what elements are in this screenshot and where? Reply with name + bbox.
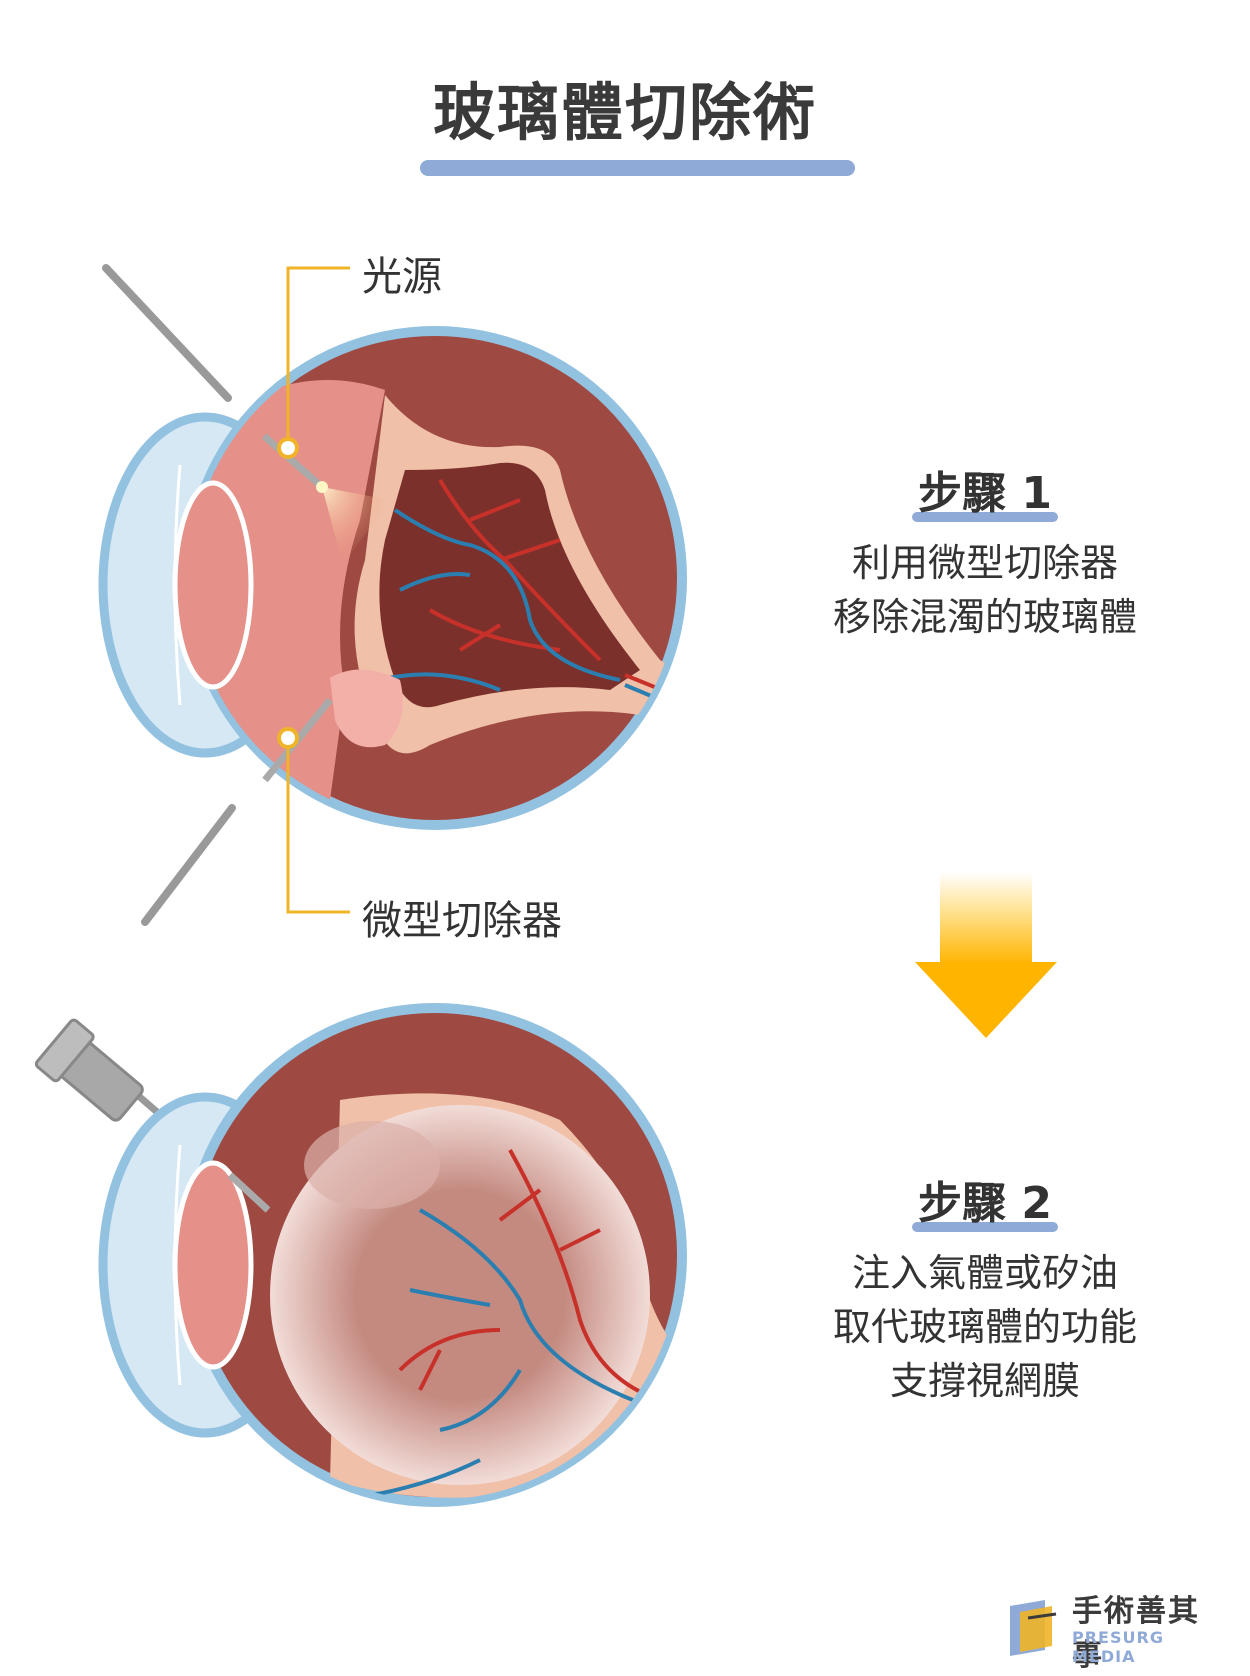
optic-nerve-vein-2 [654,1408,680,1454]
brand-logo-icon [1010,1600,1057,1656]
lens-2 [172,1160,254,1370]
iris-highlight-2 [173,1144,182,1386]
optic-nerve-artery-2 [654,1398,680,1442]
eye-step-1 [98,264,687,926]
bubble-highlight [304,1121,440,1209]
light-tip [316,481,328,493]
retinal-arteries [428,478,602,662]
arrow-shaft [940,872,1032,964]
vitreous-remnant [330,669,403,748]
light-source-marker [277,437,299,459]
retinal-arteries-2 [398,1149,661,1402]
micro-cutter-label: 微型切除器 [362,898,562,944]
light-beam [322,487,390,565]
step-1-heading: 步驟 1 [912,469,1058,523]
optic-nerve-artery [624,673,680,732]
syringe-plunger [34,1018,95,1083]
lens [172,480,254,690]
step-1: 步驟 1 利用微型切除器 移除混濁的玻璃體 [760,469,1210,644]
micro-cutter-probe-outer [141,804,236,926]
step-2-line-3: 支撐視網膜 [889,1359,1080,1404]
light-source-callout-line [286,266,350,448]
step-2-line-1: 注入氣體或矽油 [851,1251,1118,1296]
light-source-label: 光源 [362,254,442,300]
step-arrow [915,872,1057,1038]
step-1-line-1: 利用微型切除器 [851,541,1118,586]
brand-name: 手術善其事 [1072,1594,1200,1673]
title-underline [420,160,855,176]
brand-subtitle: PRESURG MEDIA [1072,1628,1164,1666]
retinal-veins-2 [339,1208,661,1500]
micro-cutter-callout-line [286,738,350,914]
light-source-probe-inner [261,433,325,490]
eye-step-2 [34,1003,687,1507]
micro-cutter-marker [277,727,299,749]
iris-highlight [173,464,182,706]
step-2-line-2: 取代玻璃體的功能 [832,1305,1137,1350]
optic-nerve-vein [624,683,680,744]
step-1-line-2: 移除混濁的玻璃體 [832,595,1137,640]
brand: 手術善其事 PRESURG MEDIA [1000,1586,1230,1673]
step-2-heading: 步驟 2 [912,1179,1058,1233]
syringe-needle-inner [227,1172,271,1213]
vitreous-cavity [379,462,640,708]
light-source-probe-outer [102,264,232,402]
step-2: 步驟 2 注入氣體或矽油 取代玻璃體的功能 支撐視網膜 [760,1179,1210,1408]
arrow-head [915,962,1057,1038]
page-title: 玻璃體切除術 [432,76,817,149]
